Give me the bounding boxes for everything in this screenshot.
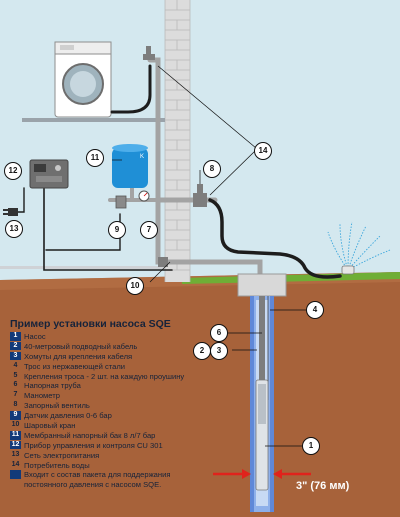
callout-1: 1 [302, 437, 320, 455]
shut-off-valve [193, 184, 207, 207]
callout-leader-lines [112, 65, 312, 447]
callout-11: 11 [86, 149, 104, 167]
legend-item-number: 5 [13, 371, 18, 379]
membrane-tank: K [112, 144, 148, 188]
legend-item: 14 Потребитель воды [10, 461, 215, 470]
legend-item-text: Входит с состав пакета для поддержания п… [24, 470, 171, 489]
shelf [22, 118, 165, 122]
legend-item-number [10, 470, 21, 480]
legend-item-text: Датчик давления 0-6 бар [24, 411, 112, 421]
legend-item-text: Мембранный напорный бак 8 л/7 бар [24, 430, 156, 440]
legend-item-text: Прибор управления и контроля CU 301 [24, 440, 163, 450]
callout-13: 13 [5, 220, 23, 238]
legend-item-number: 7 [13, 391, 18, 399]
legend-item-text: Шаровый кран [24, 421, 76, 431]
legend-item-number: 13 [11, 450, 20, 458]
pump [255, 379, 269, 491]
legend-item: 5 Крепления троса - 2 шт. на каждую проуш… [10, 372, 215, 381]
legend-item-text: Насос [24, 332, 46, 341]
hoses-and-cables [15, 64, 342, 279]
power-plug-icon [3, 208, 18, 216]
callout-12: 12 [4, 162, 22, 180]
diameter-arrows [213, 469, 311, 479]
callout-14: 14 [254, 142, 272, 160]
brick-wall [164, 0, 191, 282]
legend-item-number: 10 [11, 421, 20, 429]
legend-item: 13 Сеть электропитания [10, 451, 215, 460]
well-diameter-label: 3" (76 мм) [296, 480, 350, 492]
legend-item-number: 9 [10, 411, 21, 420]
legend-item-number: 14 [11, 460, 20, 468]
legend-item-number: 4 [13, 361, 18, 369]
faucet [143, 46, 155, 60]
legend-item-text: Сеть электропитания [24, 450, 100, 460]
pressure-gauge [138, 190, 150, 202]
pressure-switch [115, 195, 127, 209]
legend-item-text: Хомуты для крепления кабеля [24, 351, 133, 361]
sprinkler [341, 265, 355, 275]
legend-item: 4 Трос из нержавеющей стали [10, 362, 215, 371]
soil [0, 272, 400, 517]
legend-item-number: 1 [10, 332, 21, 341]
legend-item-number: 2 [10, 341, 21, 351]
callout-10: 10 [126, 277, 144, 295]
legend-item: 6 Напорная труба [10, 381, 215, 390]
legend-item: 7 Манометр [10, 391, 215, 400]
legend-item: 8 Запорный вентиль [10, 401, 215, 410]
legend-item: 10 Шаровый кран [10, 421, 215, 430]
legend-item-text: Манометр [24, 391, 60, 401]
legend-title: Пример установки насоса SQE [10, 318, 171, 330]
washing-machine [54, 41, 112, 118]
legend-item-number: 12 [10, 440, 21, 450]
well-head [237, 273, 287, 297]
legend-item-text: Трос из нержавеющей стали [24, 361, 126, 371]
callout-3: 3 [210, 342, 228, 360]
legend-item-text: 40-метровый подводный кабель [24, 341, 138, 351]
callout-4: 4 [306, 301, 324, 319]
pressure-pipe [259, 296, 265, 386]
callout-8: 8 [203, 160, 221, 178]
control-unit [29, 159, 69, 189]
legend-item-number: 11 [10, 430, 21, 440]
callout-7: 7 [140, 221, 158, 239]
legend-item: Входит с состав пакета для поддержания п… [10, 470, 215, 489]
legend-item-number: 3 [10, 351, 21, 361]
grass [182, 272, 400, 284]
legend-item-number: 8 [13, 401, 18, 409]
ball-valve [158, 257, 168, 267]
callout-9: 9 [108, 221, 126, 239]
interior-floor [0, 266, 165, 269]
legend-item-text: Крепления троса - 2 шт. на каждую проуши… [24, 371, 185, 381]
legend-item-text: Потребитель воды [24, 460, 90, 470]
tank-mark: K [140, 154, 144, 160]
callout-2: 2 [193, 342, 211, 360]
legend-item-text: Напорная труба [24, 381, 81, 391]
legend-item-text: Запорный вентиль [24, 401, 90, 411]
callout-6: 6 [210, 324, 228, 342]
legend-item-number: 6 [13, 381, 18, 389]
